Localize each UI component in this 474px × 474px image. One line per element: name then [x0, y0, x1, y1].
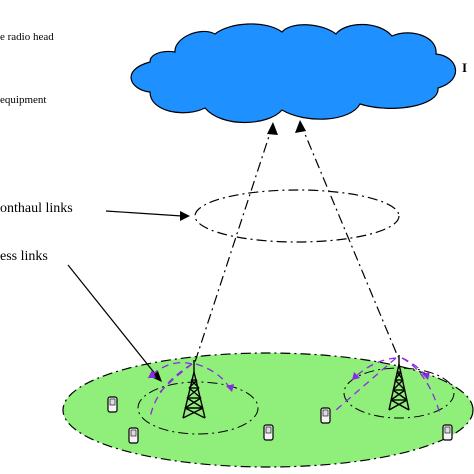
wireless-pointer-arrowhead	[151, 371, 162, 382]
fronthaul-link-left	[194, 123, 274, 363]
user-device-icon	[442, 424, 453, 441]
user-device-icon	[320, 407, 331, 424]
fronthaul-arrowhead-right	[295, 120, 306, 133]
tower-icon	[182, 360, 206, 419]
fronthaul-pointer-arrow	[105, 210, 183, 217]
cloud	[130, 23, 457, 124]
fronthaul-pointer-arrowhead	[180, 211, 190, 221]
label-cloud-edge: I	[462, 60, 468, 75]
user-device-icon	[263, 424, 274, 441]
wireless-arrowheads	[148, 370, 430, 392]
label-equipment: equipment	[0, 94, 47, 106]
user-device-icon	[107, 396, 118, 413]
fronthaul-link-right	[299, 121, 399, 358]
wireless-links	[147, 357, 441, 419]
label-wireless-links: ess links	[0, 249, 48, 264]
cell-boundary-right	[343, 367, 455, 419]
cell-boundary-left	[137, 381, 259, 435]
label-fronthaul-links: onthaul links	[0, 201, 73, 216]
fronthaul-ellipse	[194, 189, 400, 243]
label-radio-head: e radio head	[0, 31, 54, 43]
tower-icon	[388, 355, 410, 411]
user-device-icon	[128, 427, 139, 444]
wireless-pointer-arrow	[67, 264, 157, 376]
fronthaul-arrowhead-left	[267, 122, 278, 135]
coverage-area	[62, 352, 474, 468]
